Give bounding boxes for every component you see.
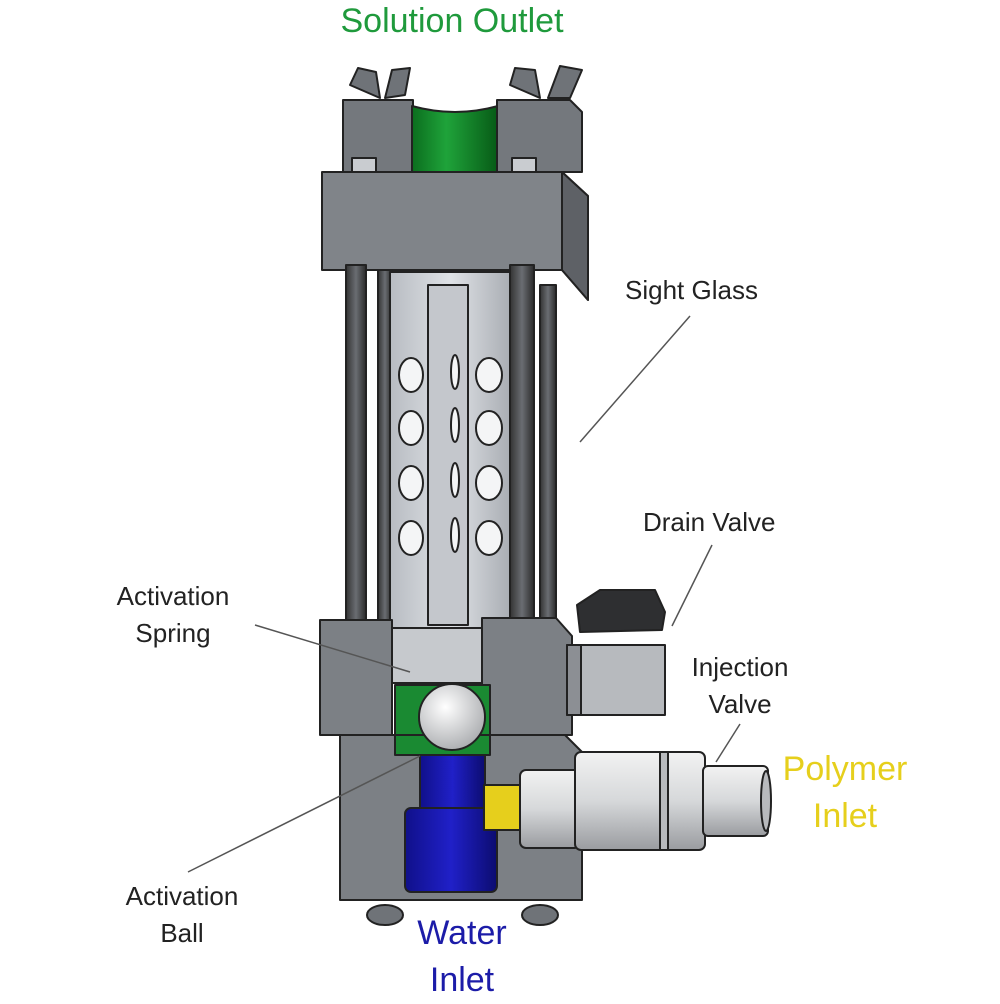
label-polymer-inlet: Polymer Inlet xyxy=(783,746,908,840)
leader-activation-spring xyxy=(254,624,411,673)
mid-block-left xyxy=(319,619,393,736)
wing-nut-left xyxy=(349,67,411,99)
leader-sight-glass xyxy=(579,315,691,443)
wing-nut-right xyxy=(509,65,583,99)
drain-valve-body xyxy=(566,644,666,716)
label-line: Inlet xyxy=(812,797,878,835)
label-activation-spring: Activation Spring xyxy=(117,578,230,652)
leader-injection-valve xyxy=(715,723,741,763)
mid-block-right xyxy=(481,617,573,736)
label-line: Injection xyxy=(691,652,789,682)
cylinder-holes xyxy=(398,354,503,556)
water-channel xyxy=(419,754,486,816)
leader-drain-valve xyxy=(671,544,713,627)
drain-valve-handle xyxy=(576,589,666,633)
label-line: Valve xyxy=(708,689,772,719)
label-solution-outlet: Solution Outlet xyxy=(340,2,564,40)
leader-activation-ball xyxy=(187,755,421,873)
label-injection-valve: Injection Valve xyxy=(692,649,789,723)
outlet-tube xyxy=(411,105,499,173)
label-line: Spring xyxy=(135,618,211,648)
label-line: Polymer xyxy=(782,750,908,788)
label-line: Activation xyxy=(116,581,230,611)
label-drain-valve: Drain Valve xyxy=(643,507,776,537)
label-line: Ball xyxy=(160,918,204,948)
label-line: Inlet xyxy=(429,961,495,999)
activation-ball xyxy=(418,683,486,751)
label-water-inlet: Water Inlet xyxy=(417,910,506,1004)
top-cap-right xyxy=(496,99,583,173)
label-line: Activation xyxy=(125,881,239,911)
label-activation-ball: Activation Ball xyxy=(126,878,239,952)
label-line: Water xyxy=(417,914,507,952)
label-sight-glass: Sight Glass xyxy=(625,275,758,305)
leader-lines xyxy=(187,315,741,873)
polymer-inlet-fitting xyxy=(519,769,581,849)
